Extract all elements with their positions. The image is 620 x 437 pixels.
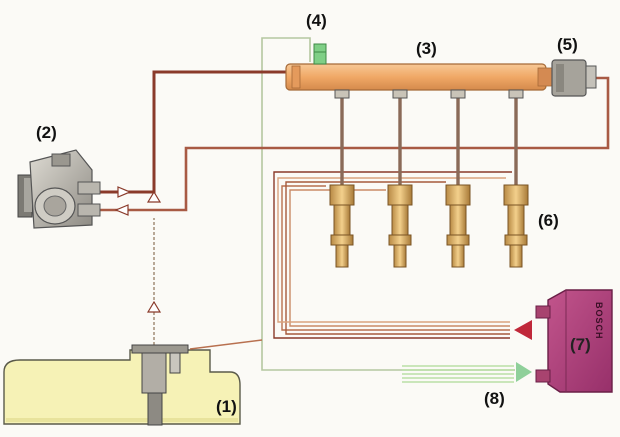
ecu-input-arrow [516,362,532,382]
ecu-output-arrow [514,320,532,340]
injector-1 [329,184,355,268]
sensor-signal-wire [261,37,515,371]
injector-2 [387,184,413,268]
pressure-limiter-valve [551,59,597,97]
rail-pressure-sensor [313,43,327,65]
ecu-unit [535,289,613,393]
in-tank-pump [131,339,263,426]
label-tank-pump: (1) [216,397,237,416]
sensor-input-lines [402,365,514,383]
injector-pipes [340,92,518,185]
common-rail [285,63,553,91]
high-pressure-line [98,70,292,194]
ecu-brand-text: BOSCH [594,302,604,340]
feed-line [146,190,162,345]
label-injectors: (6) [538,211,559,230]
label-pressure-limiter: (5) [557,35,578,54]
label-high-pressure-pump: (2) [36,123,57,142]
fuel-tank [3,349,241,425]
pipe-fittings [334,89,524,99]
return-line [98,76,610,212]
flow-arrows [114,186,132,216]
label-rail: (3) [416,39,437,58]
injector-3 [445,184,471,268]
label-ecu: (7) [570,335,591,354]
label-pressure-sensor: (4) [306,11,327,30]
high-pressure-pump [17,149,101,229]
label-sensor-inputs: (8) [484,389,505,408]
injector-4 [503,184,529,268]
